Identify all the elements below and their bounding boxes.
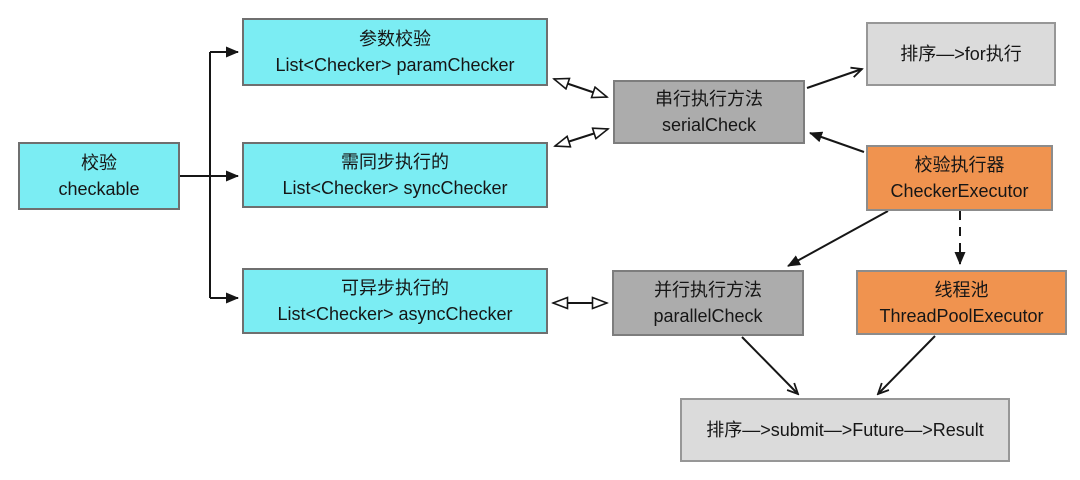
node-sync-checker-label-en: List<Checker> syncChecker: [282, 178, 508, 198]
node-param-checker-label-zh: 参数校验: [359, 29, 431, 49]
node-param-checker: 参数校验 List<Checker> paramChecker: [242, 18, 548, 86]
node-serial-check-label-zh: 串行执行方法: [655, 89, 763, 109]
edge-serial-check-to-sort-for: [806, 69, 862, 89]
node-serial-check: 串行执行方法 serialCheck: [613, 80, 805, 144]
node-checker-executor-label-en: CheckerExecutor: [890, 181, 1029, 201]
node-sort-submit-label: 排序—>submit—>Future—>Result: [706, 420, 984, 440]
node-sort-for-label: 排序—>for执行: [900, 44, 1022, 64]
node-param-checker-label-en: List<Checker> paramChecker: [275, 55, 515, 75]
node-parallel-check-label-en: parallelCheck: [653, 306, 763, 326]
node-sort-for: 排序—>for执行: [866, 22, 1056, 86]
node-async-checker-label-zh: 可异步执行的: [341, 278, 449, 298]
edge-sync-checker-serial-check: [555, 129, 608, 146]
edge-thread-pool-to-sort-submit: [878, 335, 936, 394]
edge-checker-executor-to-serial-check: [809, 131, 865, 153]
edge-parallel-check-to-sort-submit: [741, 336, 798, 394]
node-checkable-label-zh: 校验: [81, 153, 117, 173]
node-async-checker: 可异步执行的 List<Checker> asyncChecker: [242, 268, 548, 334]
node-parallel-check: 并行执行方法 parallelCheck: [612, 270, 804, 336]
edge-checker-executor-to-parallel-check: [787, 210, 889, 267]
node-checkable: 校验 checkable: [18, 142, 180, 210]
node-checker-executor-label-zh: 校验执行器: [914, 155, 1005, 175]
node-async-checker-label-en: List<Checker> asyncChecker: [277, 304, 513, 324]
node-checkable-label-en: checkable: [58, 179, 140, 199]
edge-param-checker-serial-check: [554, 79, 607, 97]
node-thread-pool-label-zh: 线程池: [934, 279, 989, 300]
node-checker-executor: 校验执行器 CheckerExecutor: [866, 145, 1053, 211]
node-sort-submit: 排序—>submit—>Future—>Result: [680, 398, 1010, 462]
node-sync-checker-label-zh: 需同步执行的: [341, 152, 449, 172]
node-serial-check-label-en: serialCheck: [661, 115, 757, 135]
node-thread-pool: 线程池 ThreadPoolExecutor: [856, 270, 1067, 335]
node-parallel-check-label-zh: 并行执行方法: [654, 280, 762, 300]
node-thread-pool-label-en: ThreadPoolExecutor: [879, 305, 1044, 326]
edge-checkable-branch-trunk: [180, 52, 211, 298]
node-sync-checker: 需同步执行的 List<Checker> syncChecker: [242, 142, 548, 208]
